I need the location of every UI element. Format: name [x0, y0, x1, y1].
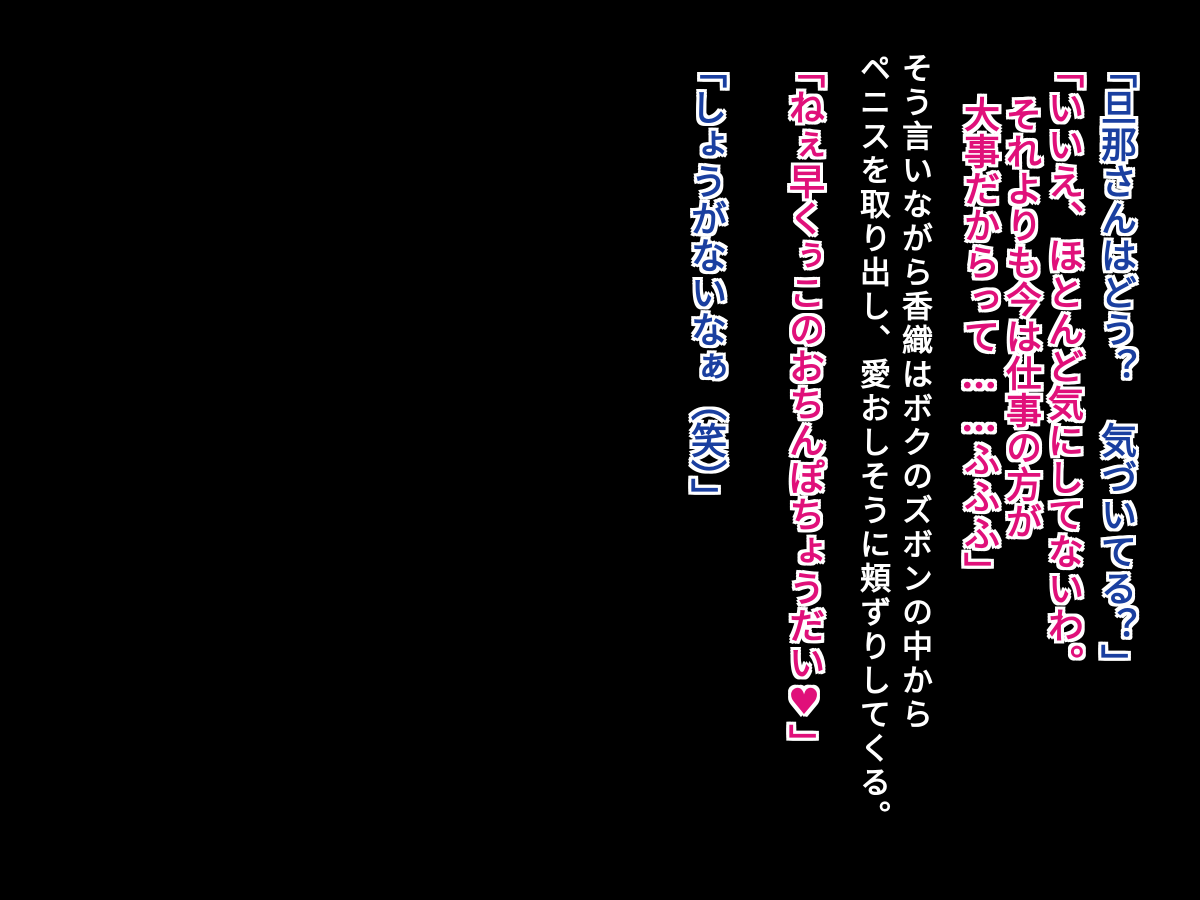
dialogue-line-kaori-reply-3: 大事だからって……ふふふ」	[958, 96, 1000, 589]
dialogue-line-kaori-reply-1: 「いいえ、ほとんど気にしてないわ。	[1042, 52, 1084, 681]
dialogue-line-husband-question: 「旦那さんはどう？ 気づいてる？」	[1095, 52, 1137, 681]
dialogue-line-kaori-request: 「ねぇ早くぅこのおちんぽちょうだい♥」	[783, 52, 825, 761]
dialogue-line-kaori-reply-2: それよりも今は仕事の方が	[1000, 96, 1042, 540]
narration-line-1: そう言いながら香織はボクのズボンの中から	[896, 52, 932, 732]
narration-line-2: ペニスを取り出し、愛おしそうに頬ずりしてくる。	[854, 52, 890, 834]
dialogue-line-husband-laugh: 「しょうがないなぁ（笑）」	[685, 52, 727, 515]
